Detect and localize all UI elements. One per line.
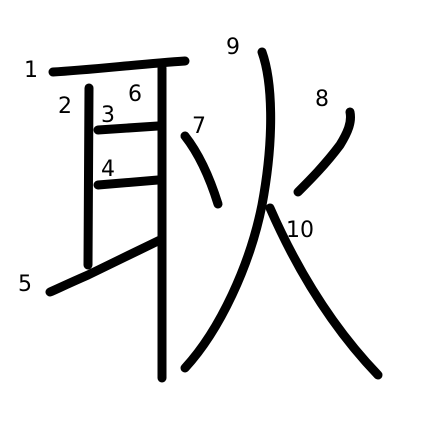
stroke-number-9: 9 xyxy=(226,35,240,60)
stroke-1 xyxy=(48,56,190,77)
stroke-number-6: 6 xyxy=(128,82,142,107)
stroke-8 xyxy=(293,107,355,197)
stroke-3 xyxy=(93,121,163,135)
stroke-5 xyxy=(45,235,165,297)
stroke-7 xyxy=(180,131,223,209)
stroke-9 xyxy=(180,47,276,373)
stroke-number-10: 10 xyxy=(286,218,314,243)
stroke-number-7: 7 xyxy=(192,114,206,139)
stroke-number-2: 2 xyxy=(58,94,72,119)
stroke-number-3: 3 xyxy=(101,103,115,128)
stroke-10 xyxy=(265,203,383,380)
stroke-2 xyxy=(83,83,94,270)
stroke-number-5: 5 xyxy=(18,272,32,297)
stroke-4 xyxy=(93,175,163,190)
stroke-number-1: 1 xyxy=(24,58,38,83)
stroke-number-4: 4 xyxy=(101,157,115,182)
stroke-number-8: 8 xyxy=(315,87,329,112)
